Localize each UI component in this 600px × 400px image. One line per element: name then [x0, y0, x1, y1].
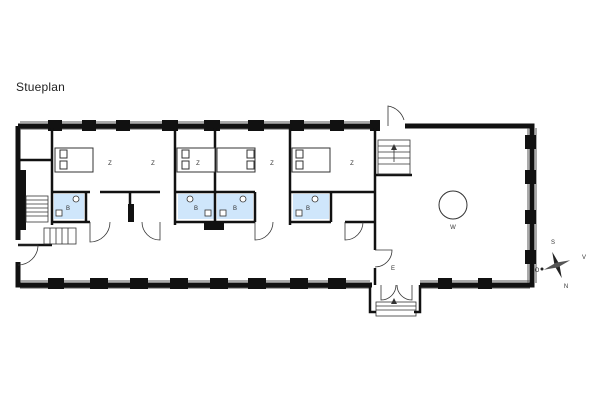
- room-label-w: W: [450, 225, 456, 231]
- compass-labels: S V O N: [535, 240, 586, 290]
- room-label-b4: B: [306, 206, 310, 212]
- compass-s: S: [551, 240, 555, 246]
- beds: [54, 147, 331, 173]
- room-label-z4: Z: [350, 161, 354, 167]
- bathroom-fills: [54, 194, 329, 219]
- room-label-b2: B: [194, 206, 198, 212]
- compass-rose: [543, 251, 571, 279]
- pillars: [48, 120, 536, 289]
- room-label-b3: B: [233, 206, 237, 212]
- room-label-z5: Z: [196, 161, 200, 167]
- door-swings: [17, 105, 413, 301]
- entrance-vestibule: [368, 285, 422, 314]
- bathroom-fixtures: [55, 195, 319, 217]
- room-label-z3: Z: [270, 161, 274, 167]
- room-label-b1: B: [66, 206, 70, 212]
- interior-walls: [18, 128, 412, 285]
- room-label-e: E: [391, 266, 395, 272]
- room-label-z1: Z: [108, 161, 112, 167]
- plan-title: Stueplan: [16, 80, 65, 94]
- room-labels: Z Z Z Z Z B B B B W E: [66, 161, 456, 272]
- round-tub: [438, 190, 468, 220]
- compass-n: N: [564, 284, 568, 290]
- compass-dot: [540, 267, 544, 271]
- compass-v: V: [582, 255, 586, 261]
- compass-o: O: [535, 268, 540, 274]
- partition-blocks: [20, 170, 224, 230]
- room-label-z2: Z: [151, 161, 155, 167]
